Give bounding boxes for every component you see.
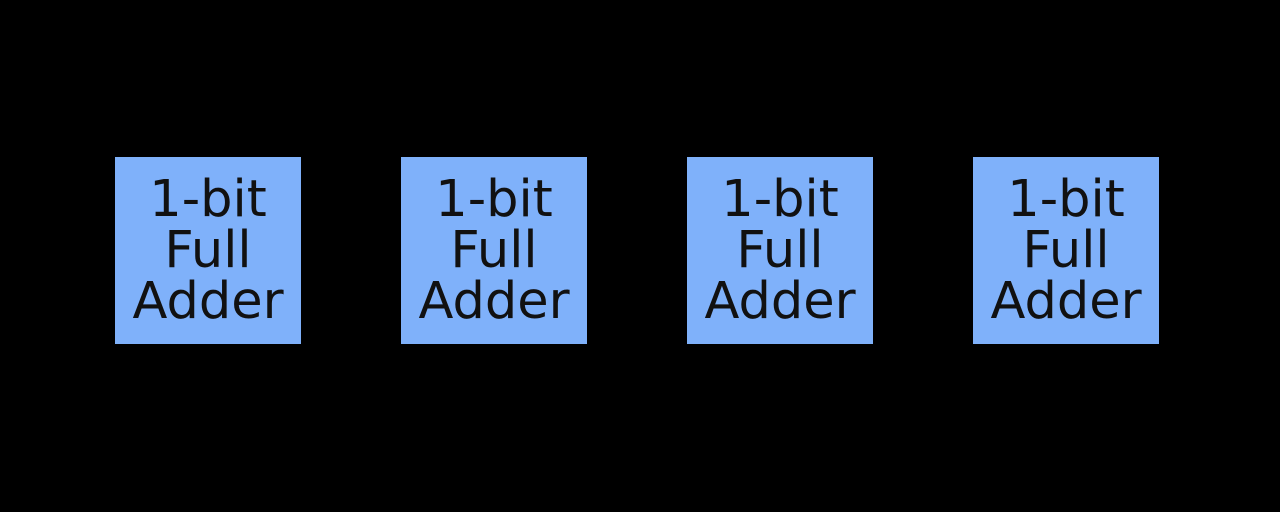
block-label-line: Full [164,221,252,280]
full-adder-block-1: 1-bit Full Adder [113,155,303,346]
full-adder-block-3: 1-bit Full Adder [685,155,875,346]
block-label-line: 1-bit [435,170,553,229]
block-label-line: 1-bit [721,170,839,229]
block-label-line: Full [736,221,824,280]
block-label-line: 1-bit [1007,170,1125,229]
full-adder-block-2: 1-bit Full Adder [399,155,589,346]
block-label-line: 1-bit [149,170,267,229]
block-label-line: Full [1022,221,1110,280]
full-adder-block-4: 1-bit Full Adder [971,155,1161,346]
block-label-line: Adder [990,272,1142,331]
block-label-line: Adder [132,272,284,331]
block-label-line: Full [450,221,538,280]
block-label-line: Adder [418,272,570,331]
block-label-line: Adder [704,272,856,331]
